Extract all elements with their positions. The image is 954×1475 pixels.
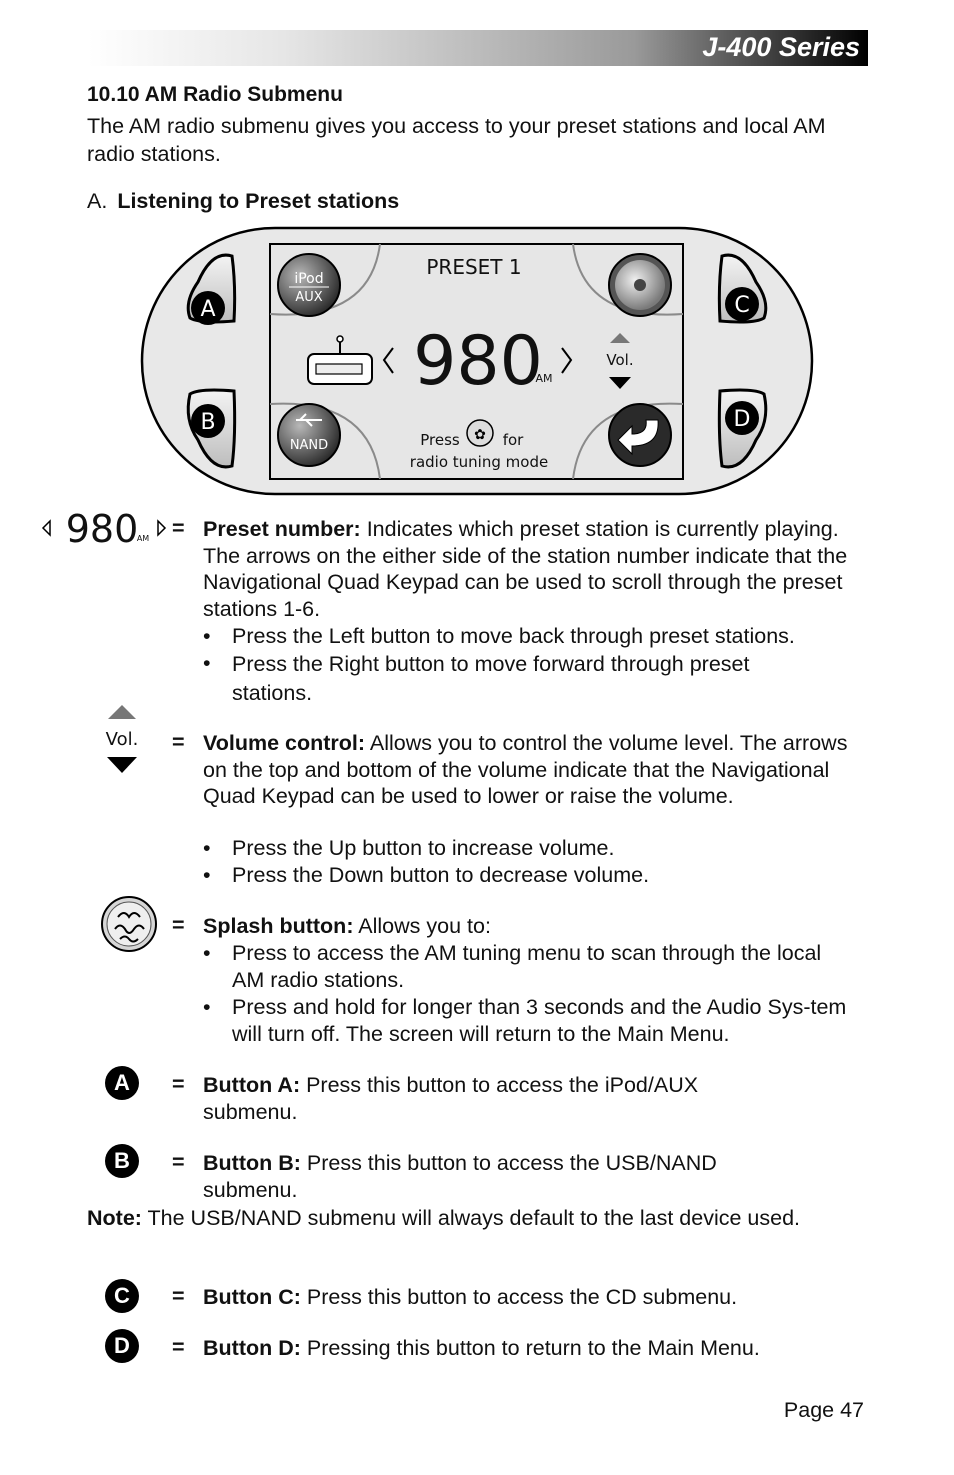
button-d-text: Pressing this button to return to the Ma… bbox=[300, 1336, 760, 1360]
preset-term: Preset number: bbox=[203, 517, 361, 541]
button-a-description: Button A: Press this button to access th… bbox=[203, 1072, 793, 1125]
button-d-badge bbox=[725, 401, 759, 435]
preset-text: Indicates which preset station is curren… bbox=[203, 517, 848, 621]
svg-text:iPod: iPod bbox=[294, 271, 323, 287]
preset-eq: = bbox=[172, 516, 185, 540]
button-a-icon: A bbox=[105, 1066, 139, 1100]
svg-text:AUX: AUX bbox=[295, 290, 322, 305]
band-label: AM bbox=[535, 372, 552, 385]
right-arrow-icon bbox=[561, 347, 573, 374]
ipod-aux-icon: iPod AUX bbox=[277, 253, 341, 317]
series-title: J-400 Series bbox=[702, 32, 860, 62]
bullet-text: Press the Down button to decrease volume… bbox=[232, 863, 650, 887]
button-b-description: Button B: Press this button to access th… bbox=[203, 1150, 803, 1203]
button-c-letter: C bbox=[734, 293, 749, 318]
list-item: •Press the Down button to decrease volum… bbox=[203, 862, 873, 889]
svg-text:AM: AM bbox=[137, 534, 149, 543]
note-text: The USB/NAND submenu will always default… bbox=[141, 1206, 800, 1230]
button-c-icon: C bbox=[105, 1279, 139, 1313]
radio-device-illustration: A B C D iPod AUX NAND PRESET 1 98 bbox=[140, 226, 814, 496]
bullet-text: Press to access the AM tuning menu to sc… bbox=[232, 941, 822, 992]
svg-text:980: 980 bbox=[66, 508, 139, 548]
button-d-icon: D bbox=[105, 1329, 139, 1363]
splash-term: Splash button: bbox=[203, 914, 354, 938]
list-item: •Press the Right button to move forward … bbox=[203, 650, 873, 705]
volume-description: Volume control: Allows you to control th… bbox=[203, 730, 863, 810]
button-d-term: Button D: bbox=[203, 1336, 301, 1360]
bullet-text: Press the Right button to move forward t… bbox=[232, 652, 750, 705]
volume-text: Allows you to control the volume level. … bbox=[203, 731, 848, 808]
button-c-text: Press this button to access the CD subme… bbox=[300, 1285, 738, 1309]
svg-text:Vol.: Vol. bbox=[106, 729, 139, 750]
section-intro: The AM radio submenu gives you access to… bbox=[87, 114, 826, 166]
preset-label: PRESET 1 bbox=[426, 255, 521, 279]
button-c-description: Button C: Press this button to access th… bbox=[203, 1284, 883, 1311]
button-b-eq: = bbox=[172, 1150, 185, 1174]
bullet-text: Press the Up button to increase volume. bbox=[232, 836, 615, 860]
button-b-text: Press this button to access the USB/NAND… bbox=[203, 1151, 717, 1202]
list-item: •Press to access the AM tuning menu to s… bbox=[203, 940, 873, 994]
radio-icon bbox=[307, 335, 373, 385]
splash-icon bbox=[100, 895, 158, 953]
list-item: •Press the Left button to move back thro… bbox=[203, 623, 873, 650]
volume-icon: Vol. bbox=[100, 703, 146, 775]
button-b-icon: B bbox=[105, 1144, 139, 1178]
tuning-label: radio tuning mode bbox=[410, 453, 548, 471]
usb-nand-icon: NAND bbox=[277, 403, 341, 467]
volume-term: Volume control: bbox=[203, 731, 366, 755]
splash-description: Splash button: Allows you to: bbox=[203, 913, 863, 940]
button-b-term: Button B: bbox=[203, 1151, 301, 1175]
button-a-letter: A bbox=[200, 297, 215, 322]
svg-text:NAND: NAND bbox=[290, 438, 328, 453]
svg-text:✿: ✿ bbox=[474, 427, 486, 443]
button-b-badge bbox=[191, 404, 225, 438]
for-label: for bbox=[503, 431, 524, 449]
header-bar: J-400 Series bbox=[88, 30, 868, 66]
subsection-heading: A. Listening to Preset stations bbox=[87, 189, 399, 214]
section-title: 10.10 AM Radio Submenu bbox=[87, 83, 343, 106]
vol-label: Vol. bbox=[606, 351, 633, 369]
vol-up-icon bbox=[610, 333, 630, 343]
press-label: Press bbox=[420, 431, 460, 449]
button-b-letter: B bbox=[200, 410, 215, 435]
button-a-eq: = bbox=[172, 1072, 185, 1096]
button-a-text: Press this button to access the iPod/AUX… bbox=[203, 1073, 699, 1124]
cd-icon bbox=[608, 253, 672, 317]
button-d-description: Button D: Pressing this button to return… bbox=[203, 1335, 893, 1362]
button-c-term: Button C: bbox=[203, 1285, 301, 1309]
list-item: •Press the Up button to increase volume. bbox=[203, 835, 873, 862]
splash-mini-icon bbox=[466, 419, 494, 447]
vol-down-icon bbox=[609, 377, 631, 389]
frequency-display: 980 bbox=[413, 322, 543, 401]
note-term: Note: bbox=[87, 1206, 142, 1230]
bullet-text: Press and hold for longer than 3 seconds… bbox=[232, 995, 847, 1046]
return-icon bbox=[608, 403, 672, 467]
note: Note: The USB/NAND submenu will always d… bbox=[87, 1204, 847, 1232]
left-arrow-icon bbox=[382, 347, 394, 374]
subsection-letter: A. bbox=[87, 189, 108, 213]
volume-eq: = bbox=[172, 730, 185, 754]
button-d-letter: D bbox=[734, 407, 751, 432]
list-item: •Press and hold for longer than 3 second… bbox=[203, 994, 873, 1048]
preset-icon: 980 AM bbox=[40, 507, 170, 551]
button-a-badge bbox=[191, 291, 225, 325]
subsection-title: Listening to Preset stations bbox=[117, 189, 400, 213]
button-a-term: Button A: bbox=[203, 1073, 301, 1097]
bullet-text: Press the Left button to move back throu… bbox=[232, 624, 795, 648]
preset-description: Preset number: Indicates which preset st… bbox=[203, 516, 863, 622]
page-number: Page 47 bbox=[783, 1398, 864, 1422]
button-c-badge bbox=[725, 287, 759, 321]
button-c-eq: = bbox=[172, 1284, 185, 1308]
splash-eq: = bbox=[172, 913, 185, 937]
button-d-eq: = bbox=[172, 1335, 185, 1359]
splash-text: Allows you to: bbox=[353, 914, 491, 938]
